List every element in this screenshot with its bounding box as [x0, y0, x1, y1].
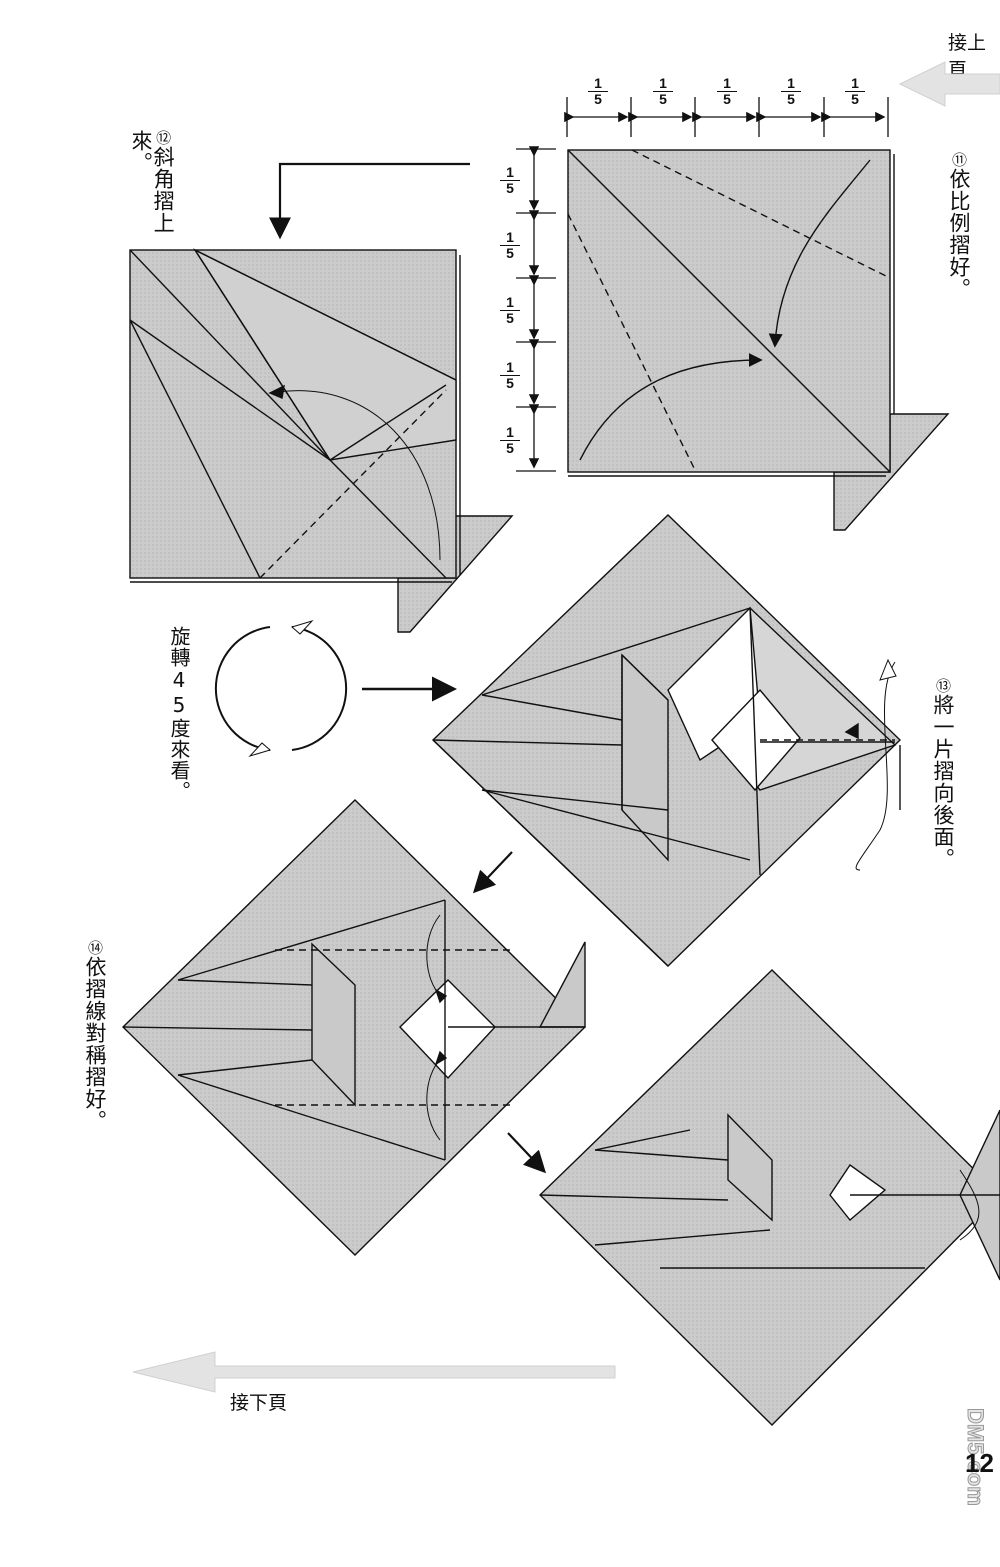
- step-11-number: ⑪: [950, 152, 969, 168]
- step-14-text: ⑭依摺線對稱摺好。: [83, 940, 108, 1132]
- continued-from-arrow: [898, 61, 1000, 107]
- step-12-text: ⑫斜角摺上來。: [129, 130, 176, 250]
- step-15-diagram: [539, 969, 1000, 1426]
- step-11-diagram: [567, 149, 950, 531]
- step-11-text: ⑪依比例摺好。: [947, 152, 972, 300]
- page-number: 12: [965, 1448, 994, 1478]
- step-13-text: ⑬將一片摺向後面。: [931, 678, 956, 870]
- step-13-to-14-arrow: [472, 851, 513, 894]
- step-11-instruction: 依比例摺好。: [947, 168, 972, 300]
- step-12-diagram: [129, 248, 514, 633]
- continued-next-label: 接下頁: [230, 1392, 288, 1414]
- rotate-45-icon: [214, 619, 348, 758]
- step-14-diagram: [122, 799, 586, 1256]
- step-14-instruction: 依摺線對稱摺好。: [83, 956, 108, 1132]
- rotate-note: 旋轉45度來看。: [167, 626, 191, 802]
- step-14-to-15-arrow: [507, 1132, 547, 1174]
- step-13-instruction: 將一片摺向後面。: [931, 694, 956, 870]
- watermark-text: DM5.com: [963, 1408, 988, 1506]
- step-11-dimension-marks: [516, 97, 889, 472]
- step-14-number: ⑭: [86, 940, 105, 956]
- step-13-diagram: [431, 514, 902, 967]
- dm5-watermark-logo: DM5.com: [963, 1408, 989, 1507]
- step-11-to-12-arrow: [269, 162, 470, 240]
- continued-next-arrow: [132, 1351, 616, 1393]
- step-12-instruction: 斜角摺上來。: [129, 130, 176, 234]
- step-12-number: ⑫: [154, 130, 173, 146]
- step-13-number: ⑬: [934, 678, 953, 694]
